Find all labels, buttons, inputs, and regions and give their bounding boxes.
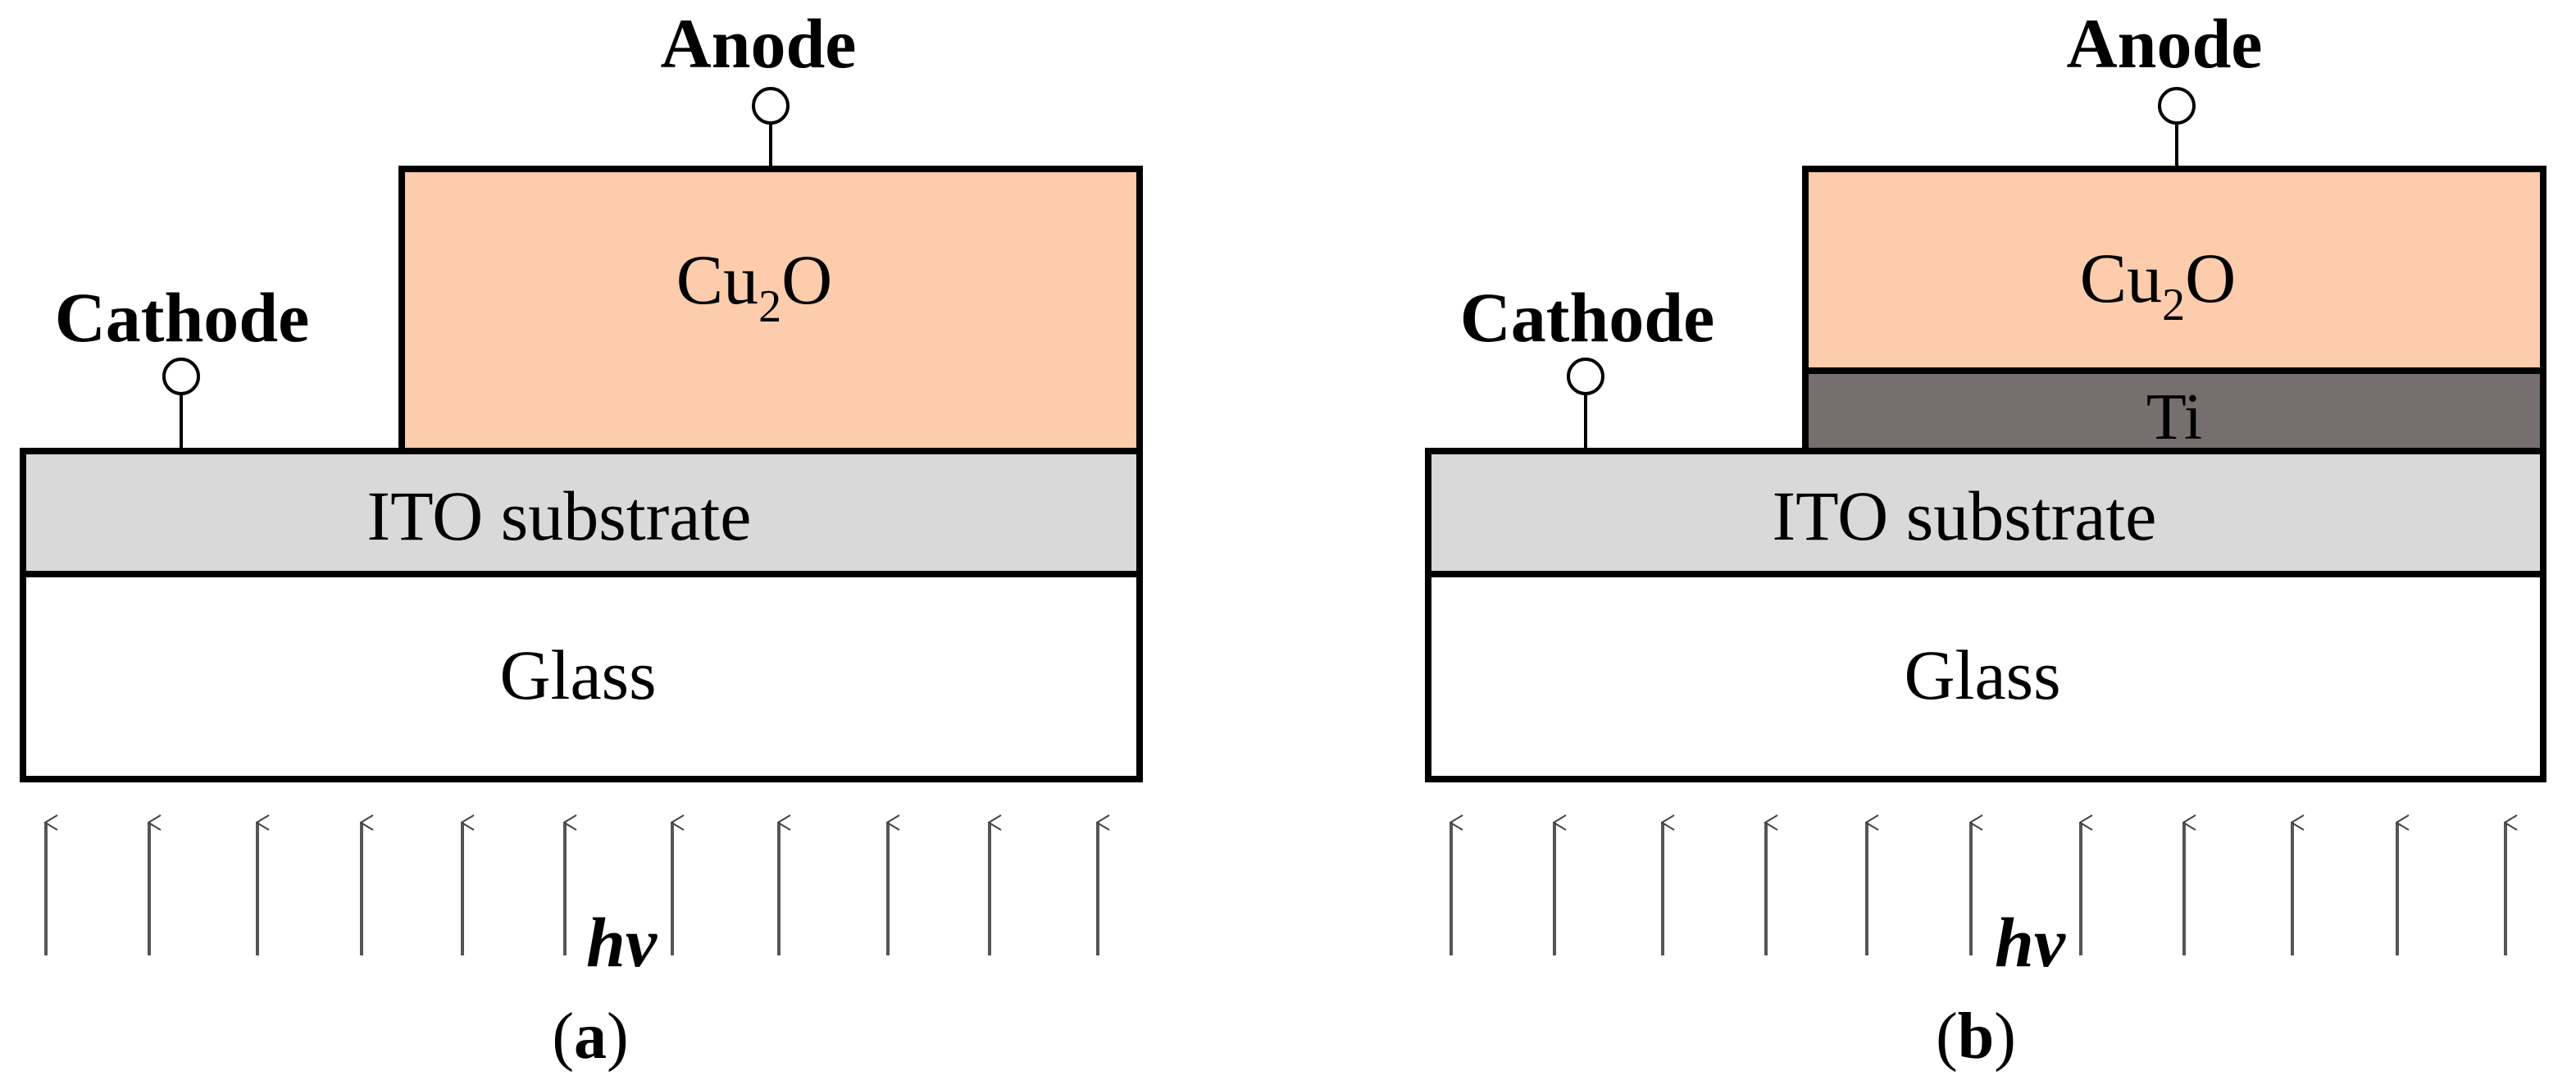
cu2o-layer-b (1802, 166, 2546, 374)
glass-layer-b (1425, 571, 2546, 782)
cu2o-label-b: Cu2O (2080, 239, 2236, 331)
ti-label-b: Ti (2146, 381, 2202, 454)
cu2o-label-a: Cu2O (676, 240, 832, 332)
anode-terminal-a (752, 87, 790, 125)
light-label-b: hν (1995, 903, 2066, 982)
ito-layer-a (20, 448, 1143, 577)
ito-layer-b (1425, 448, 2546, 577)
glass-label-b: Glass (1904, 636, 2060, 714)
ito-label-a: ITO substrate (367, 476, 752, 555)
anode-terminal-b (2158, 87, 2196, 125)
glass-label-a: Glass (499, 636, 656, 714)
panel-label-b: (b) (1936, 1001, 2016, 1073)
panel-label-a: (a) (552, 1001, 628, 1073)
ti-layer-b (1802, 367, 2546, 454)
cathode-terminal-b (1567, 358, 1604, 395)
panel-b: Anode Cathode Cu2O Ti ITO substrate Glas… (1425, 4, 2546, 1073)
cathode-terminal-a (162, 358, 200, 395)
cathode-label-a: Cathode (55, 278, 310, 357)
light-label-a: hν (586, 903, 658, 982)
anode-label-a: Anode (661, 4, 857, 83)
light-arrows-b (1450, 823, 2505, 955)
glass-layer-a (20, 571, 1143, 782)
ito-label-b: ITO substrate (1773, 476, 2157, 555)
anode-label-b: Anode (2067, 4, 2263, 83)
cathode-label-b: Cathode (1460, 278, 1715, 357)
panel-a: Anode Cathode Cu2O ITO substrate Glass h… (20, 4, 1143, 1073)
light-arrows-a (44, 823, 1098, 955)
